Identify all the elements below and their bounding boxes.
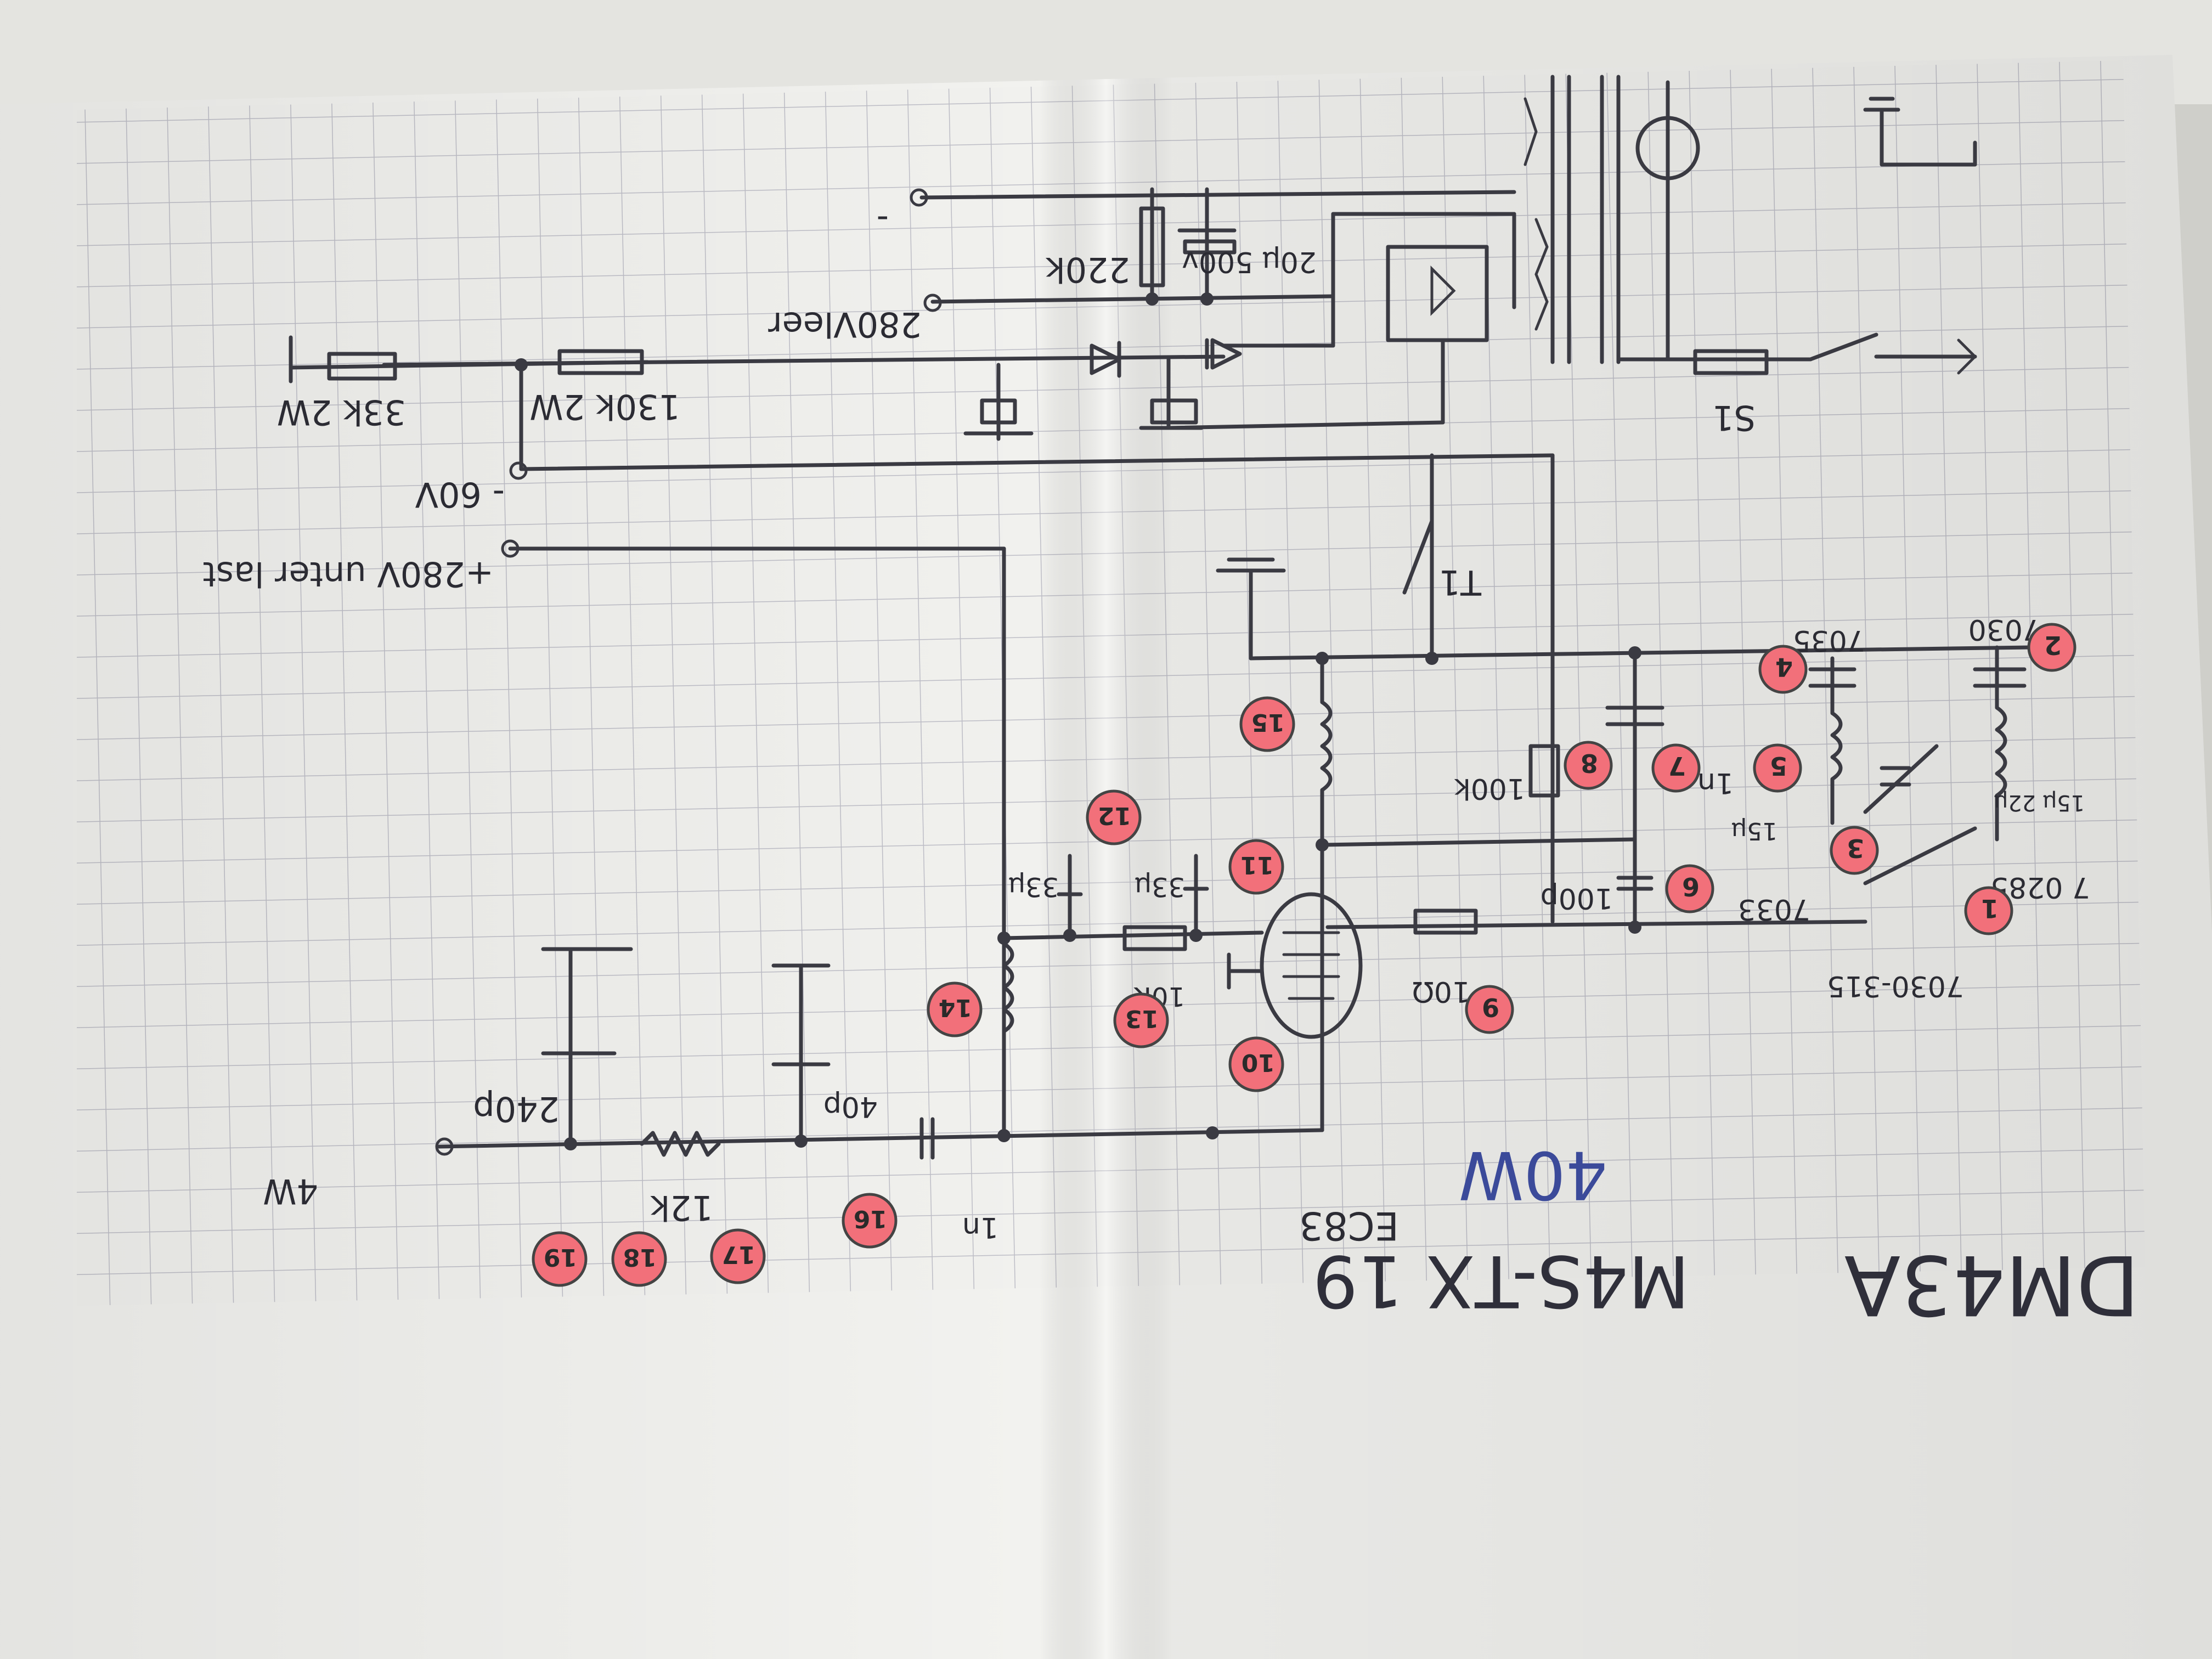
minus-terminal-label: - <box>877 200 889 240</box>
component-badges: 1 2 3 4 5 6 7 8 9 10 11 12 13 14 15 16 1… <box>532 623 2076 1287</box>
capacitor-20u-label: 20µ 500v <box>1182 245 1317 278</box>
switch-t1-label: T1 <box>1439 562 1482 602</box>
resistor-12k-label: 12k <box>650 1188 713 1228</box>
inductor-15u-22u-label: 15µ 22µ <box>1994 790 2085 815</box>
capacitor-100p-label: 100p <box>1541 882 1613 915</box>
tube-label: EC83 <box>1299 1203 1399 1248</box>
svg-text:4: 4 <box>1775 652 1793 682</box>
svg-text:12: 12 <box>1098 802 1131 830</box>
handwritten-labels: DM43A M4S-TX 19 EC83 40W - 280Vleer - 60… <box>203 200 2140 1332</box>
title-label: DM43A <box>1844 1237 2140 1332</box>
svg-text:17: 17 <box>722 1240 755 1268</box>
badge-2: 2 <box>2027 623 2076 672</box>
60v-label: - 60V <box>415 475 505 515</box>
resistor-100k-label: 100k <box>1454 772 1525 805</box>
badge-1: 1 <box>1964 886 2013 935</box>
badge-15: 15 <box>1239 696 1295 752</box>
resistor-130k-label: 130k 2W <box>529 387 680 427</box>
280v-load-label: +280V unter last <box>203 554 494 594</box>
badge-9: 9 <box>1465 985 1514 1034</box>
svg-text:8: 8 <box>1581 748 1598 778</box>
schematic-wiring <box>289 75 2032 1160</box>
svg-text:19: 19 <box>544 1243 577 1271</box>
svg-text:1: 1 <box>1981 894 1999 923</box>
resistor-33k-label: 33k 2W <box>277 392 406 432</box>
badge-5: 5 <box>1753 743 1802 793</box>
freq-7035-label: 7035 <box>1793 624 1865 657</box>
badge-14: 14 <box>927 981 983 1037</box>
svg-text:9: 9 <box>1482 992 1499 1022</box>
svg-text:14: 14 <box>939 994 972 1022</box>
svg-text:5: 5 <box>1770 751 1787 781</box>
resistor-220k-label: 220k <box>1046 250 1130 290</box>
subtitle-label: M4S-TX 19 <box>1312 1239 1690 1323</box>
freq-7033-label: 7033 <box>1738 893 1810 926</box>
paper-fold-shading <box>0 55 2212 1659</box>
svg-text:13: 13 <box>1125 1005 1159 1032</box>
output-4w-label: 4W <box>263 1171 318 1211</box>
svg-text:2: 2 <box>2044 630 2062 660</box>
inductor-33u-b-label: 33µ <box>1008 871 1059 902</box>
badge-11: 11 <box>1228 839 1284 895</box>
svg-text:3: 3 <box>1847 833 1864 863</box>
capacitor-40p-label: 40p <box>823 1090 878 1123</box>
badge-3: 3 <box>1830 826 1879 875</box>
capacitor-1n-out-label: 1n <box>962 1211 998 1244</box>
badge-16: 16 <box>842 1193 898 1249</box>
badge-17: 17 <box>710 1228 766 1284</box>
svg-text:11: 11 <box>1240 851 1274 879</box>
resistor-10r-label: 10Ω <box>1412 975 1470 1008</box>
badge-4: 4 <box>1758 645 1808 694</box>
power-label: 40W <box>1459 1136 1607 1212</box>
capacitor-1n-label: 1n <box>1697 766 1734 799</box>
svg-text:10: 10 <box>1242 1048 1275 1076</box>
badge-7: 7 <box>1651 743 1701 793</box>
capacitor-240p-label: 240p <box>473 1089 560 1129</box>
280v-idle-label: 280Vleer <box>768 304 922 345</box>
badge-19: 19 <box>532 1231 588 1287</box>
svg-text:15: 15 <box>1251 708 1285 736</box>
svg-text:7: 7 <box>1668 751 1686 781</box>
inductor-15u-label: 15µ <box>1731 817 1778 845</box>
badge-8: 8 <box>1564 741 1613 790</box>
svg-text:18: 18 <box>623 1243 657 1271</box>
badge-13: 13 <box>1113 992 1169 1048</box>
freq-range-label: 7030-315 <box>1827 969 1964 1002</box>
svg-text:16: 16 <box>854 1205 887 1233</box>
badge-10: 10 <box>1228 1036 1284 1092</box>
inductor-33u-a-label: 33µ <box>1135 871 1185 902</box>
badge-6: 6 <box>1665 864 1714 913</box>
badge-12: 12 <box>1086 789 1142 845</box>
svg-text:6: 6 <box>1682 872 1700 901</box>
badge-18: 18 <box>611 1231 667 1287</box>
fuse-s1-label: S1 <box>1712 398 1756 438</box>
